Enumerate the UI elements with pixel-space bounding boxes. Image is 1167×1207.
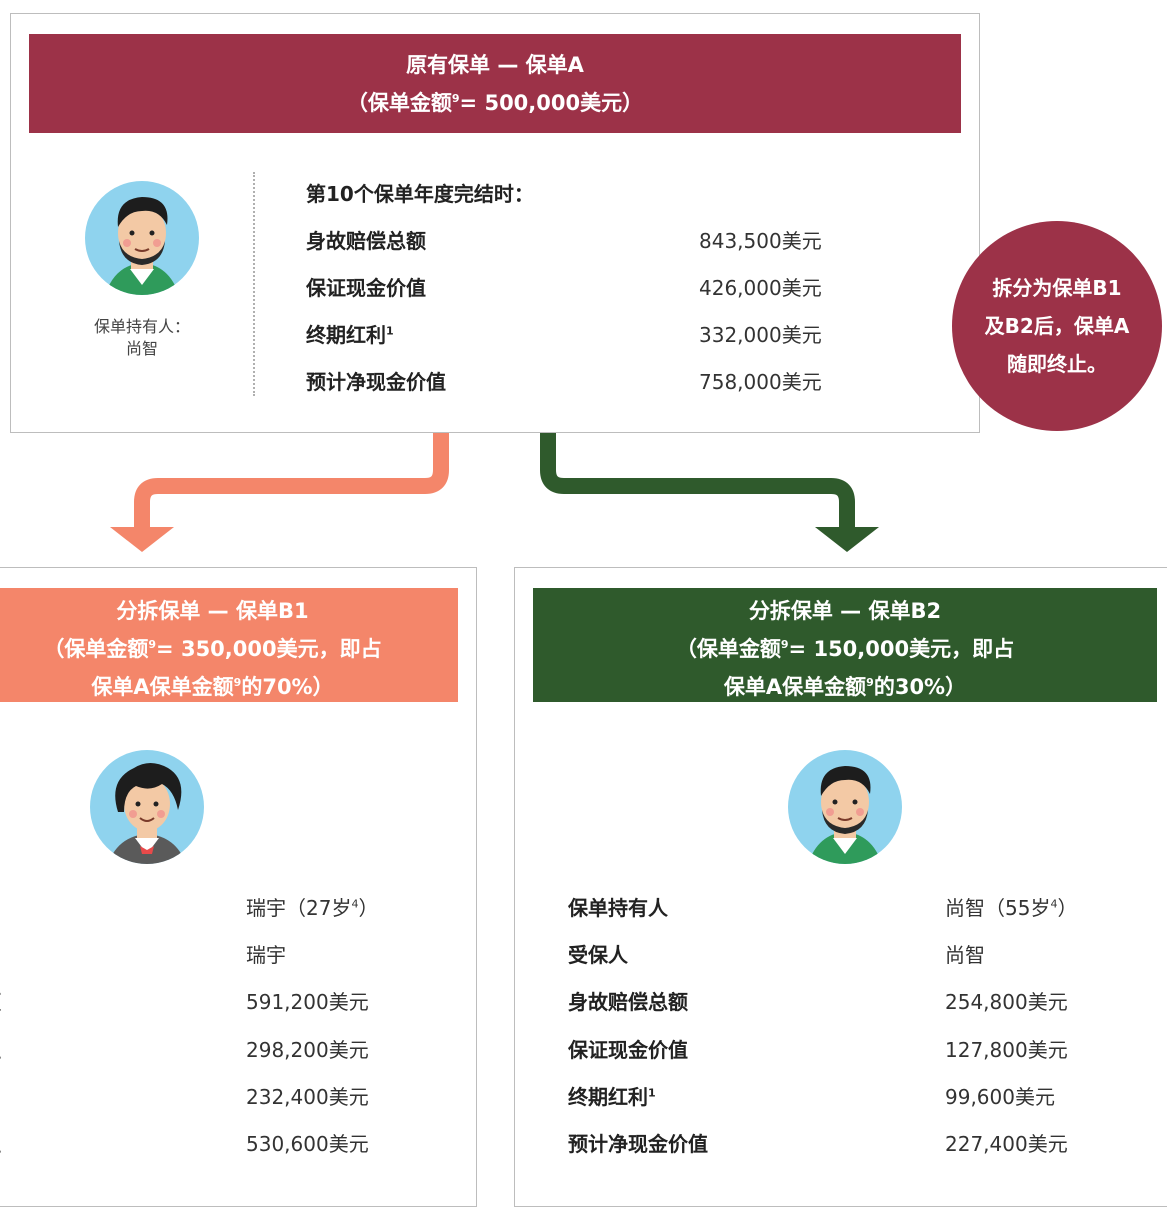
policy-b2-row-value: 尚智 [945, 943, 985, 967]
man-avatar-icon [85, 181, 199, 295]
policy-b1-row-value: 瑞宇（27岁4） [246, 896, 379, 920]
policy-b2-row-value: 尚智（55岁4） [945, 896, 1078, 920]
policy-b1-row-value: 瑞宇 [246, 943, 286, 967]
green-arrowhead-icon [815, 527, 879, 552]
divider [253, 172, 255, 396]
policy-b2-row-label: 保单持有人 [568, 896, 668, 920]
policy-b2-card: 分拆保单 — 保单B2 （保单金额9= 150,000美元，即占 保单A保单金额… [514, 567, 1167, 1207]
termination-note-badge: 拆分为保单B1 及B2后，保单A 随即终止。 [952, 221, 1162, 431]
orange-arrowhead-icon [110, 527, 174, 552]
policy-b2-row-value: 227,400美元 [945, 1132, 1068, 1156]
policy-b1-row-label: 额 [0, 986, 1, 1015]
policy-a-year-heading: 第10个保单年度完结时： [306, 182, 534, 206]
policy-a-row-label: 保证现金价值 [306, 276, 426, 300]
policy-a-row-label: 终期红利1 [306, 323, 394, 347]
green-curved-arrow-icon [540, 432, 855, 530]
policy-a-row-value: 332,000美元 [699, 323, 822, 347]
policy-a-header: 原有保单 — 保单A （保单金额9= 500,000美元） [29, 34, 961, 133]
policy-b2-row-value: 127,800美元 [945, 1038, 1068, 1062]
man-avatar-icon [788, 750, 902, 864]
policy-b2-header: 分拆保单 — 保单B2 （保单金额9= 150,000美元，即占 保单A保单金额… [533, 588, 1157, 702]
policy-b1-row-value: 232,400美元 [246, 1085, 369, 1109]
orange-curved-arrow-icon [134, 432, 449, 530]
policy-b2-row-label: 保证现金价值 [568, 1038, 688, 1062]
policy-b2-row-value: 99,600美元 [945, 1085, 1055, 1109]
policy-a-sum-assured: （保单金额9= 500,000美元） [346, 91, 644, 115]
policy-b1-card: 分拆保单 — 保单B1 （保单金额9= 350,000美元，即占 保单A保单金额… [0, 567, 477, 1207]
policy-b2-row-label: 预计净现金价值 [568, 1132, 708, 1156]
policy-a-row-label: 预计净现金价值 [306, 370, 446, 394]
policy-b2-row-value: 254,800美元 [945, 990, 1068, 1014]
young-man-avatar-icon [90, 750, 204, 864]
policy-a-row-value: 426,000美元 [699, 276, 822, 300]
policy-a-owner-label: 保单持有人： 尚智 [93, 317, 190, 358]
policy-b1-row-label: 值 [0, 1034, 1, 1063]
policy-a-row-value: 843,500美元 [699, 229, 822, 253]
policy-b2-row-label: 受保人 [568, 943, 628, 967]
policy-b2-row-label: 身故赔偿总额 [568, 990, 688, 1014]
policy-a-card: 原有保单 — 保单A （保单金额9= 500,000美元） 保单持有人： 尚智 … [10, 13, 980, 433]
policy-a-row-value: 758,000美元 [699, 370, 822, 394]
policy-b2-row-label: 终期红利1 [568, 1085, 656, 1109]
policy-a-row-label: 身故赔偿总额 [306, 229, 426, 253]
policy-b1-row-value: 591,200美元 [246, 990, 369, 1014]
policy-a-title: 原有保单 — 保单A [406, 53, 584, 77]
policy-b1-row-value: 298,200美元 [246, 1038, 369, 1062]
policy-b1-header: 分拆保单 — 保单B1 （保单金额9= 350,000美元，即占 保单A保单金额… [0, 588, 458, 702]
policy-b1-row-label: 价值 [0, 1128, 1, 1157]
policy-b1-row-value: 530,600美元 [246, 1132, 369, 1156]
